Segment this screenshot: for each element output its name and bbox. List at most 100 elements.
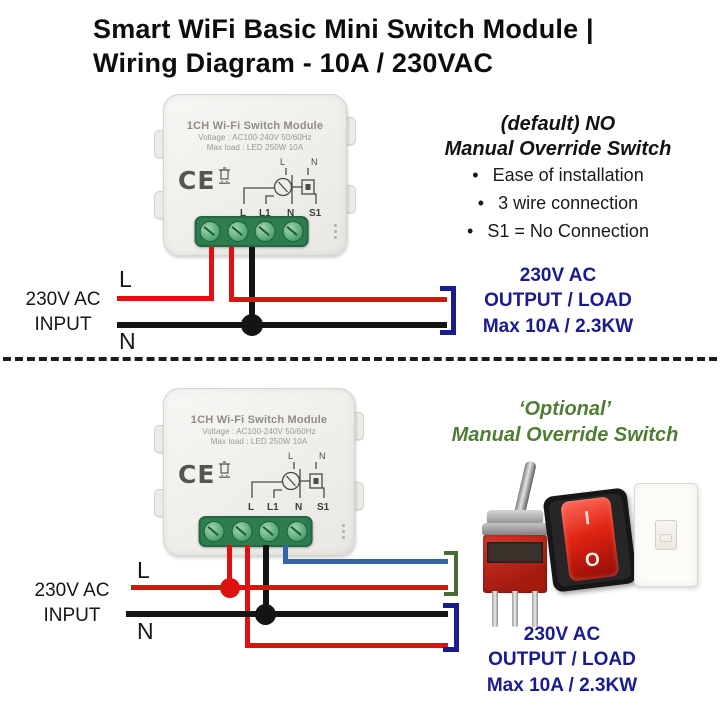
- toggle-body: [483, 535, 547, 593]
- wire-live-output-bottom: [245, 643, 448, 648]
- terminal-label-l1: L1: [267, 502, 279, 512]
- bullet-dot: [478, 190, 484, 218]
- output-top-line3: Max 10A / 2.3KW: [482, 315, 634, 337]
- module-body: 1CH Wi-Fi Switch Module Voltage : AC100-…: [163, 388, 355, 556]
- page-title: Smart WiFi Basic Mini Switch Module | Wi…: [93, 12, 594, 81]
- weee-bin-icon: [219, 461, 231, 478]
- wire-neutral-input-bottom: [126, 611, 448, 617]
- toggle-switch-image: [476, 460, 556, 627]
- junction-dot-neutral-top: [241, 314, 263, 336]
- weee-bin-icon: [219, 167, 231, 184]
- terminal-screw-l: [199, 221, 221, 242]
- bullet-text: Ease of installation: [492, 165, 644, 185]
- bullet-item: 3 wire connection: [408, 190, 708, 218]
- wire-neutral-module-drop-top: [249, 247, 255, 327]
- terminal-screw-s1: [282, 221, 304, 242]
- wire-live-output-drop-top: [229, 247, 234, 302]
- neutral-label-bottom: N: [137, 618, 154, 644]
- module-midrow: CE: [164, 156, 346, 218]
- optional-heading-line2: Manual Override Switch: [451, 424, 679, 446]
- rocker-off-mark: O: [583, 549, 602, 572]
- module-schematic: L N L L1 N S1: [248, 451, 330, 512]
- wire-s1-drop-bottom: [283, 545, 288, 564]
- rocker-switch-image: I O: [542, 487, 638, 593]
- wire-live-module-drop-bottom: [227, 545, 232, 589]
- output-label-top: 230V AC OUTPUT / LOAD Max 10A / 2.3KW: [448, 263, 668, 339]
- module-voltage-label: Voltage : AC100-240V 50/60Hz: [198, 133, 312, 142]
- terminal-screw-s1: [286, 521, 308, 542]
- override-switch-bracket-bottom: [444, 551, 458, 596]
- wifi-switch-module-bottom: 1CH Wi-Fi Switch Module Voltage : AC100-…: [154, 388, 364, 556]
- output-top-line1: 230V AC: [519, 265, 597, 286]
- terminal-screw-l1: [227, 221, 249, 242]
- module-body: 1CH Wi-Fi Switch Module Voltage : AC100-…: [163, 94, 347, 256]
- output-bracket-bottom: [443, 603, 459, 652]
- terminal-label-l: L: [248, 502, 254, 512]
- output-top-line2: OUTPUT / LOAD: [484, 290, 632, 312]
- bullet-item: Ease of installation: [408, 162, 708, 190]
- junction-dot-live-bottom: [220, 578, 240, 598]
- schematic-top-live-label: L: [288, 451, 293, 461]
- neutral-label-top: N: [119, 328, 136, 354]
- schematic-top-neutral-label: N: [319, 451, 326, 461]
- live-label-top: L: [119, 266, 132, 292]
- wire-neutral-input-top: [117, 322, 447, 328]
- title-line-1: Smart WiFi Basic Mini Switch Module |: [93, 14, 594, 44]
- rocker-key: I O: [560, 496, 620, 582]
- schematic-top-live-label: L: [280, 157, 285, 167]
- bullet-dot: [467, 218, 473, 246]
- input-label-bottom-line1: 230V AC: [34, 580, 110, 601]
- vent-dots: [342, 524, 345, 539]
- wire-live-output-drop-bottom: [245, 545, 250, 648]
- default-no-heading-line1: (default) NO: [500, 113, 616, 135]
- terminal-block: [194, 216, 309, 247]
- input-label-bottom: 230V AC INPUT: [18, 578, 126, 628]
- section-divider: [3, 357, 717, 361]
- toggle-nut: [482, 523, 548, 536]
- terminal-label-n: N: [295, 502, 302, 512]
- wifi-switch-module-top: 1CH Wi-Fi Switch Module Voltage : AC100-…: [154, 94, 356, 256]
- terminal-label-l: L: [240, 208, 246, 218]
- rocker-on-mark: I: [583, 507, 592, 530]
- default-no-heading-line2: Manual Override Switch: [444, 138, 672, 160]
- terminal-screw-n: [258, 521, 280, 542]
- terminal-screw-l: [203, 521, 225, 542]
- terminal-block: [198, 516, 313, 547]
- wire-live-output-top: [229, 297, 447, 302]
- output-bottom-line2: OUTPUT / LOAD: [488, 649, 636, 671]
- wall-switch-rocker: [655, 520, 677, 550]
- bullet-text: 3 wire connection: [498, 192, 639, 213]
- toggle-label-band: [487, 542, 543, 563]
- output-bottom-line1: 230V AC: [523, 624, 601, 645]
- certification-marks: CE: [178, 460, 231, 489]
- certification-marks: CE: [178, 166, 231, 195]
- toggle-bushing: [487, 510, 543, 525]
- schematic-top-neutral-label: N: [311, 157, 318, 167]
- module-midrow: CE: [164, 450, 354, 512]
- junction-dot-neutral-bottom: [255, 604, 276, 625]
- module-maxload-label: Max load : LED 250W 10A: [206, 143, 304, 152]
- bullet-item: S1 = No Connection: [408, 218, 708, 246]
- feature-bullet-list: Ease of installation 3 wire connection S…: [408, 162, 708, 246]
- wire-neutral-module-drop-bottom: [263, 545, 269, 617]
- module-maxload-label: Max load : LED 250W 10A: [210, 437, 308, 446]
- output-bracket-top: [440, 286, 456, 335]
- wire-s1-switch-bottom: [283, 559, 448, 564]
- terminal-screw-l1: [231, 521, 253, 542]
- wire-live-input-top: [117, 296, 214, 301]
- module-schematic: L N L L1 N S1: [240, 157, 322, 218]
- output-label-bottom: 230V AC OUTPUT / LOAD Max 10A / 2.3KW: [452, 622, 672, 698]
- output-bottom-line3: Max 10A / 2.3KW: [486, 674, 638, 696]
- input-label-top-line1: 230V AC: [25, 289, 101, 310]
- module-name-label: 1CH Wi-Fi Switch Module: [190, 414, 328, 426]
- bullet-dot: [472, 162, 478, 190]
- input-label-bottom-line2: INPUT: [43, 605, 101, 627]
- optional-heading-line1: ‘Optional’: [518, 398, 612, 420]
- module-name-label: 1CH Wi-Fi Switch Module: [186, 120, 324, 132]
- ce-mark: CE: [178, 460, 216, 489]
- wall-switch-image: [634, 483, 698, 587]
- terminal-label-s1: S1: [309, 208, 322, 218]
- terminal-label-n: N: [287, 208, 294, 218]
- ce-mark: CE: [178, 166, 216, 195]
